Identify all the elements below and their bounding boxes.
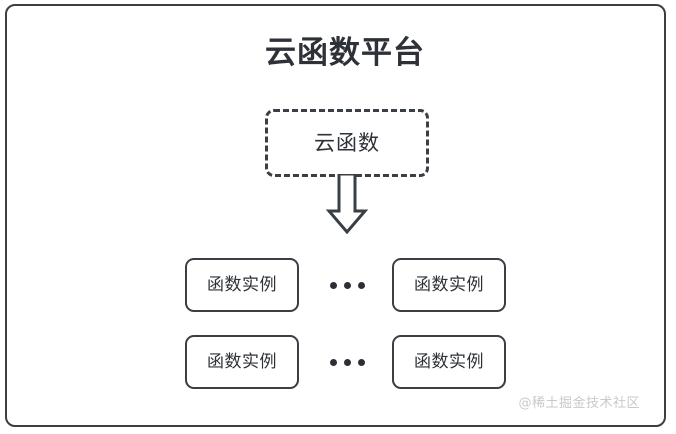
page-title: 云函数平台	[265, 35, 425, 71]
function-instance-label: 函数实例	[414, 275, 484, 295]
cloud-function-platform-frame: 云函数平台 云函数 函数实例 函数实例 函数实例	[5, 4, 666, 427]
ellipsis-dot	[329, 358, 337, 366]
function-instance-row-2: 函数实例 函数实例	[7, 335, 676, 389]
ellipsis-dot	[357, 358, 365, 366]
ellipsis-dot	[357, 281, 365, 289]
ellipsis-icon	[307, 335, 387, 389]
ellipsis-icon	[307, 258, 387, 312]
function-instance-label: 函数实例	[207, 275, 277, 295]
function-instance-box: 函数实例	[392, 335, 506, 389]
function-instance-label: 函数实例	[414, 352, 484, 372]
function-instance-box: 函数实例	[185, 335, 299, 389]
down-block-arrow-icon	[323, 172, 371, 235]
cloud-function-box: 云函数	[265, 109, 429, 177]
ellipsis-dot	[343, 281, 351, 289]
function-instance-row-1: 函数实例 函数实例	[7, 258, 676, 312]
cloud-function-label: 云函数	[314, 131, 380, 155]
ellipsis-dot	[343, 358, 351, 366]
ellipsis-dot	[329, 281, 337, 289]
function-instance-box: 函数实例	[392, 258, 506, 312]
watermark: @稀土掘金技术社区	[518, 396, 640, 411]
function-instance-box: 函数实例	[185, 258, 299, 312]
function-instance-label: 函数实例	[207, 352, 277, 372]
